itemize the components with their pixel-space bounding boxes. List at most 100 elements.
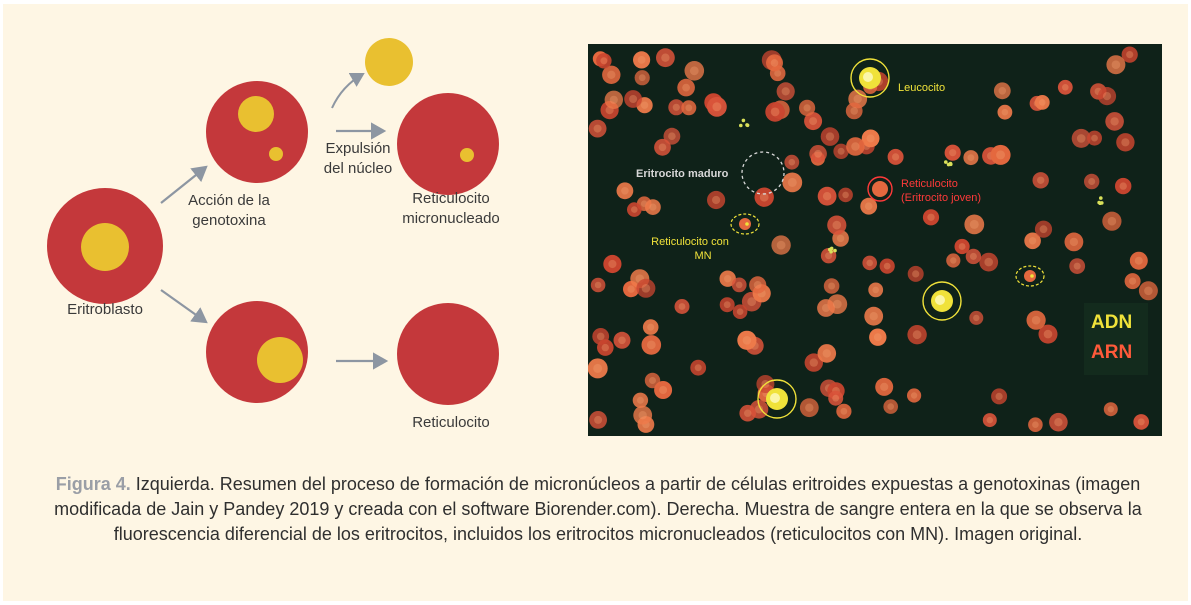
label-reticulocito-red-line1: Reticulocito bbox=[901, 178, 958, 190]
erythrocyte-mark bbox=[944, 144, 961, 161]
caption-figure-label: Figura 4. bbox=[55, 474, 131, 494]
erythrocyte-highlight bbox=[724, 275, 732, 283]
erythrocyte-mark bbox=[633, 51, 651, 69]
platelet-speck bbox=[739, 123, 743, 128]
erythrocyte-highlight bbox=[689, 66, 699, 76]
micronucleated-reticulocyte-ring bbox=[1015, 265, 1045, 287]
expelled-nucleus bbox=[365, 38, 413, 86]
erythrocyte-mark bbox=[719, 297, 735, 313]
erythrocyte-mark bbox=[964, 214, 985, 235]
erythrocyte-mark bbox=[663, 127, 681, 145]
erythrocyte-mark bbox=[624, 90, 642, 108]
erythrocyte-highlight bbox=[1028, 237, 1037, 245]
erythrocyte-highlight bbox=[668, 132, 676, 140]
erythrocyte-mark bbox=[719, 270, 736, 287]
erythrocyte-highlight bbox=[770, 59, 779, 67]
erythrocyte-highlight bbox=[887, 403, 894, 410]
erythrocyte-mark bbox=[799, 99, 816, 116]
erythrocyte-highlight bbox=[1039, 225, 1048, 234]
erythrocyte-highlight bbox=[880, 382, 889, 391]
erythrocyte-mark bbox=[1049, 412, 1068, 432]
erythrocyte-highlight bbox=[805, 403, 814, 412]
leukocyte-core bbox=[770, 393, 780, 403]
erythrocyte-highlight bbox=[1062, 84, 1069, 91]
erythrocyte-mark bbox=[836, 403, 852, 419]
erythrocyte-highlight bbox=[608, 259, 617, 269]
leukocyte-ring bbox=[850, 58, 890, 98]
erythrocyte-highlight bbox=[1121, 138, 1130, 147]
leukocyte-ring bbox=[757, 379, 797, 419]
erythrocyte-mark bbox=[1115, 177, 1132, 195]
erythrocyte-highlight bbox=[998, 87, 1007, 95]
erythrocyte-mark bbox=[604, 90, 623, 109]
erythrocyte-highlight bbox=[600, 57, 608, 65]
erythrocyte-highlight bbox=[950, 257, 957, 264]
erythrocyte-highlight bbox=[851, 142, 860, 151]
erythrocyte-highlight bbox=[1088, 178, 1096, 185]
erythrocyte-mark bbox=[827, 294, 848, 314]
erythrocyte-mark bbox=[1028, 417, 1043, 433]
micronucleated-reticulocyte-mn bbox=[460, 148, 474, 162]
erythrocyte-mark bbox=[997, 104, 1013, 120]
erythrocyte-highlight bbox=[770, 107, 780, 117]
erythrocyte-highlight bbox=[892, 153, 900, 161]
erythrocyte-highlight bbox=[840, 407, 848, 415]
erythrocyte-highlight bbox=[627, 285, 635, 293]
erythrocyte-mark bbox=[602, 65, 621, 84]
legend-adn: ADN bbox=[1091, 312, 1133, 333]
erythrocyte-highlight bbox=[1111, 60, 1121, 69]
figure-panel: Eritroblasto Acción de la genotoxina Exp… bbox=[3, 4, 1188, 601]
erythrocyte-mark bbox=[641, 335, 662, 355]
micronucleated-reticulocyte-cell bbox=[397, 93, 499, 195]
erythrocyte-highlight bbox=[850, 107, 858, 115]
erythrocyte-highlight bbox=[659, 386, 668, 394]
erythrocyte-highlight bbox=[678, 303, 686, 310]
erythrocyte-mark bbox=[616, 182, 634, 200]
erythrocyte-highlight bbox=[788, 158, 796, 166]
micronucleus-dot bbox=[1030, 274, 1034, 278]
figure-caption: Figura 4. Izquierda. Resumen del proceso… bbox=[23, 472, 1173, 547]
erythrocyte-mark bbox=[668, 99, 685, 116]
label-expulsion-line2: del núcleo bbox=[323, 160, 393, 177]
erythrocyte-mark bbox=[969, 310, 984, 325]
erythrocyte-highlight bbox=[832, 220, 842, 230]
erythrocyte-highlight bbox=[853, 94, 862, 104]
erythrocyte-mark bbox=[632, 392, 649, 408]
erythrocyte-mark bbox=[1116, 133, 1135, 152]
erythrocyte-mark bbox=[765, 102, 785, 122]
erythrocyte-highlight bbox=[1031, 315, 1041, 325]
erythrocyte-highlight bbox=[609, 95, 618, 104]
erythrocyte-highlight bbox=[910, 392, 918, 399]
erythrocyte-mark bbox=[1105, 112, 1124, 131]
erythrocyte-mark bbox=[833, 143, 849, 159]
erythrocyte-mark bbox=[654, 138, 671, 156]
erythrocyte-mark bbox=[1084, 173, 1100, 190]
erythrocyte-highlight bbox=[1032, 421, 1039, 429]
erythrocyte-highlight bbox=[872, 286, 879, 294]
erythrocyte-highlight bbox=[832, 299, 842, 309]
erythrocyte-highlight bbox=[747, 297, 757, 307]
erythrocyte-mark bbox=[907, 388, 922, 403]
erythrocyte-mark bbox=[707, 190, 726, 210]
erythrocyte-mark bbox=[784, 154, 800, 170]
arrow-up bbox=[160, 165, 208, 204]
label-reticulocito-micro-line1: Reticulocito bbox=[412, 190, 490, 207]
erythrocyte-highlight bbox=[986, 416, 993, 424]
erythrocyte-mark bbox=[993, 82, 1011, 100]
label-expulsion-line1: Expulsión bbox=[325, 140, 391, 157]
erythrocyte-mark bbox=[820, 127, 840, 146]
label-accion-line1: Acción de la bbox=[188, 192, 270, 209]
arrow-down bbox=[160, 289, 208, 324]
erythrocyte-mark bbox=[1138, 281, 1158, 301]
erythrocyte-mark bbox=[990, 144, 1011, 165]
erythrocyte-mark bbox=[861, 129, 880, 148]
lower-nucleus bbox=[257, 337, 303, 383]
erythrocyte-highlight bbox=[832, 394, 840, 402]
label-eritroblasto: Eritroblasto bbox=[67, 301, 143, 318]
erythrocyte-mark bbox=[1121, 46, 1138, 63]
erythrocyte-highlight bbox=[723, 301, 731, 309]
erythrocyte-highlight bbox=[637, 56, 646, 64]
erythrocyte-highlight bbox=[1039, 99, 1046, 106]
erythrocyte-highlight bbox=[1102, 92, 1112, 101]
erythrocyte-mark bbox=[817, 186, 837, 206]
